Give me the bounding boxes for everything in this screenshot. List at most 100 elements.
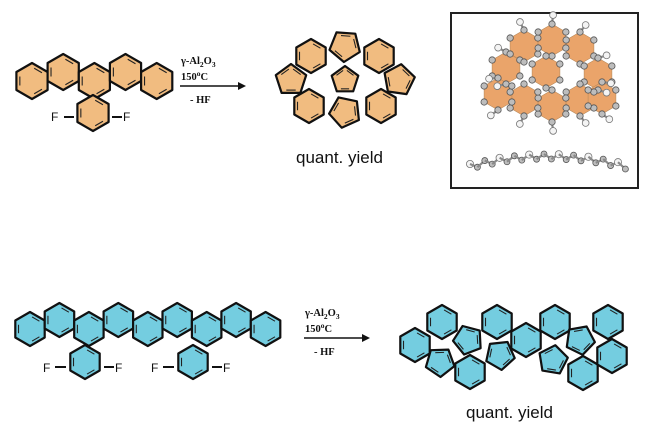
double-bond <box>573 329 583 332</box>
carbon-atom <box>534 110 542 118</box>
double-bond <box>506 346 511 356</box>
double-bond <box>584 380 593 386</box>
carbon-atom <box>608 62 616 70</box>
bottom-product-ring-5 <box>454 353 486 391</box>
bottom-product-ring-6 <box>481 303 513 341</box>
double-bond <box>149 316 158 322</box>
hydrogen-atom <box>485 74 493 83</box>
bottom-reactant-ring-4 <box>102 301 135 339</box>
top-product-outer-ring-7 <box>328 96 360 129</box>
bottom-product-ring-12 <box>567 354 599 392</box>
top-product-outer-ring-6 <box>365 87 397 125</box>
double-bond <box>584 360 593 366</box>
hydrogen-atom <box>549 11 557 19</box>
double-bond <box>96 67 105 74</box>
carbon-atom <box>562 52 570 60</box>
bottom-reactant-ring-9 <box>249 310 282 348</box>
top-product-outer-ring-8 <box>293 87 325 125</box>
top-product-molecule <box>274 31 416 129</box>
double-bond <box>382 113 391 119</box>
carbon-atom <box>534 50 542 58</box>
double-bond <box>498 309 507 315</box>
double-bond <box>237 327 246 333</box>
carbon-atom <box>584 86 592 94</box>
carbon-atom <box>508 98 516 106</box>
double-bond <box>267 336 276 342</box>
top-product-core-ring <box>330 64 360 93</box>
carbon-atom <box>534 94 542 102</box>
carbon-atom <box>548 52 556 60</box>
top-reactant-ring-3 <box>77 61 112 101</box>
carbon-atom <box>612 102 620 110</box>
double-bond <box>402 69 410 77</box>
bottom-product-ring-2 <box>426 303 458 341</box>
double-bond <box>149 336 158 342</box>
double-bond <box>346 69 354 76</box>
top-byproduct: - HF <box>190 95 211 106</box>
hydrogen-atom <box>581 119 590 127</box>
double-bond <box>502 358 510 366</box>
double-bond <box>237 307 246 313</box>
carbon-atom <box>542 52 550 60</box>
bottom-yield-label: quant. yield <box>466 403 553 422</box>
double-bond <box>310 93 319 99</box>
bottom-reactant-ring-8 <box>220 301 252 339</box>
double-bond <box>527 347 536 353</box>
double-bond <box>382 93 391 99</box>
double-bond <box>86 349 95 355</box>
bottom-reactant-molecule <box>14 301 282 381</box>
double-bond <box>61 307 70 313</box>
double-bond <box>61 327 70 333</box>
bottom-reactant-ring-5 <box>132 310 164 348</box>
top-reactant-molecule <box>15 52 174 133</box>
bottom-reactant-ring-2 <box>43 301 76 339</box>
carbon-atom <box>542 84 550 92</box>
carbon-atom <box>528 60 536 68</box>
double-bond <box>583 343 591 351</box>
double-bond <box>65 58 74 65</box>
top-reactant-difluoro-ring <box>76 93 110 133</box>
top-reactant-ring-1 <box>15 61 49 101</box>
carbon-atom <box>480 98 488 106</box>
top-fluorine-right: F <box>123 110 130 124</box>
double-bond <box>527 327 536 333</box>
double-bond <box>127 79 136 86</box>
double-bond <box>416 352 425 358</box>
double-bond <box>194 349 203 355</box>
double-bond <box>90 336 99 342</box>
top-reactant-ring-5 <box>140 61 174 101</box>
hydrogen-atom <box>581 21 590 29</box>
carbon-atom <box>506 34 514 42</box>
hydrogen-atom <box>486 111 495 120</box>
double-bond <box>380 63 389 69</box>
hydrogen-atom <box>493 82 502 90</box>
carbon-atom <box>598 78 606 86</box>
bottom-product-ring-3 <box>424 348 456 379</box>
double-bond <box>498 329 507 335</box>
carbon-atom <box>508 82 516 90</box>
top-product-outer-ring-4 <box>363 37 395 75</box>
bottom-reaction-conditions: γ-Al2O3 150oC - HF <box>304 308 370 358</box>
bottom-reactant-ring-3 <box>73 310 105 348</box>
double-bond <box>466 329 475 333</box>
carbon-atom <box>534 104 542 112</box>
double-bond <box>443 309 452 315</box>
bottom-reactant-ring-6 <box>161 301 193 339</box>
carbon-atom <box>506 50 514 58</box>
top-temperature: 150oC <box>181 69 208 83</box>
bottom-product-ring-8 <box>510 321 542 359</box>
double-bond <box>120 307 129 313</box>
double-bond <box>334 50 343 58</box>
hydrogen-atom <box>605 115 614 124</box>
hydrogen-atom <box>516 18 524 26</box>
double-bond <box>609 329 618 335</box>
double-bond <box>609 309 618 315</box>
double-bond <box>471 359 480 365</box>
double-bond <box>208 336 217 342</box>
double-bond <box>380 43 389 49</box>
carbon-atom <box>534 88 542 96</box>
carbon-atom <box>488 56 496 64</box>
double-bond <box>544 349 553 355</box>
double-bond <box>158 67 167 74</box>
